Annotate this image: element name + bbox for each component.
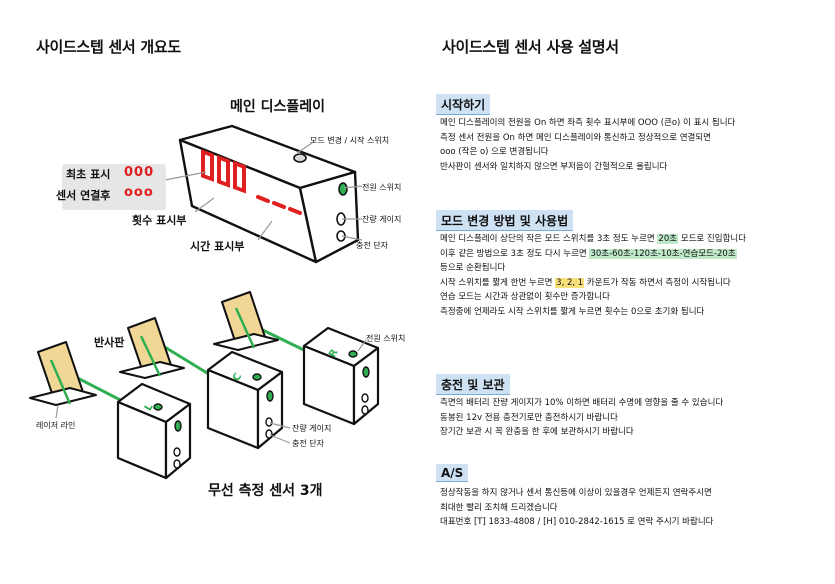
heading-as: A/S [436, 464, 469, 482]
section-start-body: 메인 디스플레이의 전원을 On 하면 좌측 횟수 표시부에 OOO (큰o) … [440, 118, 736, 172]
heading-mode: 모드 변경 방법 및 사용법 [436, 210, 574, 231]
led-digits-illustration [201, 149, 302, 215]
led-legend-box [62, 164, 166, 210]
sensor-power-label: 전원 스위치 [366, 334, 406, 343]
count-display-label: 횟수 표시부 [132, 214, 187, 227]
sensor-l-illustration [116, 382, 192, 480]
mode-switch-label: 모드 변경 / 시작 스위치 [310, 136, 390, 145]
heading-start: 시작하기 [436, 94, 491, 115]
section-mode-body: 메인 디스플레이 상단의 작은 모드 스위치를 3초 정도 누르면 20초 모드… [440, 234, 747, 317]
manual-title: 사이드스텝 센서 사용 설명서 [440, 36, 621, 59]
power-switch-label: 전원 스위치 [362, 183, 402, 192]
charge-port-label: 충전 단자 [356, 241, 388, 250]
time-display-label: 시간 표시부 [190, 240, 245, 253]
section-charge-body: 측면의 배터리 잔량 게이지가 10% 이하면 배터리 수명에 영향을 줄 수 … [440, 398, 724, 438]
reflector-illustration [29, 341, 97, 406]
laser-label: 레이저 라인 [36, 421, 76, 430]
sensor-c-illustration [206, 350, 284, 450]
initial-label: 최초 표시 [66, 168, 111, 181]
reflector-label: 반사판 [94, 336, 125, 349]
connected-value: ooo [124, 185, 154, 200]
sensor-charge-label: 충전 단자 [292, 439, 324, 448]
display-title: 메인 디스플레이 [230, 99, 326, 115]
sensor-gauge-label: 잔량 게이지 [292, 424, 332, 433]
battery-gauge-label: 잔량 게이지 [362, 215, 402, 224]
heading-charge: 충전 및 보관 [436, 374, 510, 395]
initial-value: 000 [124, 165, 155, 180]
section-as-body: 정상작동을 하지 않거나 센서 통신등에 이상이 있을경우 언제든지 연락주시면… [440, 488, 714, 528]
overview-title: 사이드스텝 센서 개요도 [34, 36, 183, 59]
sensor-r-illustration [302, 326, 380, 426]
sensors-title: 무선 측정 센서 3개 [208, 483, 323, 499]
connected-label: 센서 연결후 [56, 189, 111, 202]
